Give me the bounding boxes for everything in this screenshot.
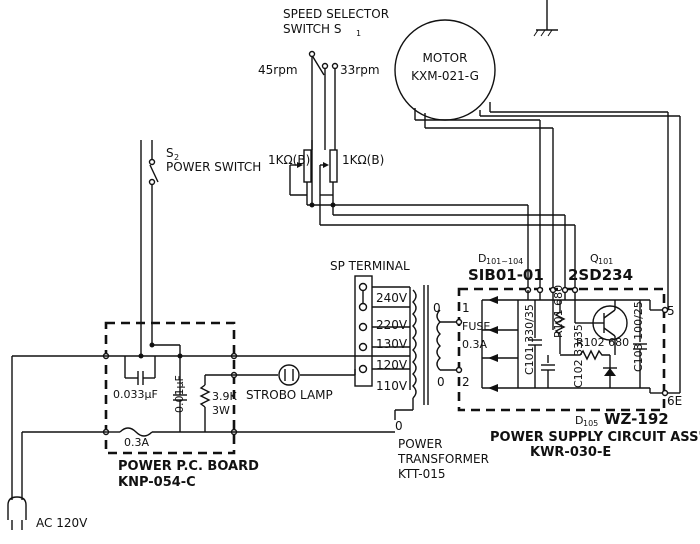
power-switch-label: POWER SWITCH [166, 160, 261, 174]
power-switch: S 2 POWER SWITCH [140, 140, 261, 340]
power-transformer: 0 0 0 POWER TRANSFORMER KTT-015 [395, 285, 489, 481]
diodes-ref-sub: 101~104 [486, 257, 523, 266]
cap-0033-label: 0.033μF [113, 388, 158, 401]
ac-plug: AC 120V [7, 355, 106, 530]
r101-label: R101 680 [552, 285, 565, 338]
c103-label: C103 100/25 [632, 301, 645, 372]
motor-leads [414, 102, 681, 394]
term-5: 5 [667, 304, 675, 318]
power-supply-circuit-model: KWR-030-E [530, 445, 611, 460]
power-supply-circuit-title: POWER SUPPLY CIRCUIT ASS'Y [490, 430, 700, 445]
c101-label: C101 330/35 [523, 304, 536, 375]
transformer-model: KTT-015 [398, 467, 446, 481]
power-switch-ref: S [166, 146, 174, 160]
transformer-line1: POWER [398, 437, 442, 451]
supply-fuse-rating: 0.3A [462, 338, 487, 351]
supply-labels: D 101~104 SIB01-01 Q 101 2SD234 [468, 252, 633, 284]
power-switch-sub: 2 [174, 153, 179, 162]
transistor-ref-sub: 101 [598, 257, 613, 266]
motor-model: KXM-021-G [411, 69, 479, 83]
speed-selector-sub: 1 [356, 29, 361, 38]
d105-ref-sub: 105 [583, 419, 598, 428]
transistor-ref: Q [590, 252, 599, 265]
d105-ref: D [575, 414, 583, 427]
motor-label: MOTOR [423, 51, 468, 65]
tap-240v: 240V [376, 291, 408, 305]
c102-label: C102 33/35 [572, 324, 585, 388]
transformer-bottom-0: 0 [395, 419, 403, 433]
power-supply-title: D 105 WZ-192 POWER SUPPLY CIRCUIT ASS'Y … [490, 410, 700, 460]
term-1: 1 [462, 301, 470, 315]
term-2: 2 [462, 375, 470, 389]
ground-symbol [533, 0, 558, 37]
power-supply-circuit: 1 2 5 6E FUSE 0.3A C101 330/35 R101 680 … [455, 285, 682, 412]
diodes-ref: D [478, 252, 486, 265]
supply-fuse: FUSE [462, 320, 490, 333]
d105-part: WZ-192 [604, 410, 669, 428]
speed-selector-switch: SPEED SELECTOR SWITCH S 1 45rpm 33rpm [258, 7, 389, 205]
strobo-lamp: STROBO LAMP [234, 364, 356, 402]
tap-120v: 120V [376, 358, 408, 372]
tap-220v: 220V [376, 318, 408, 332]
power-board-title: POWER P.C. BOARD [118, 459, 259, 474]
sp-terminal: SP TERMINAL 240V 220V 130V 120V 110V [330, 259, 411, 393]
sp-terminal-label: SP TERMINAL [330, 259, 410, 273]
speed-selector-title: SPEED SELECTOR [283, 7, 389, 21]
cap-001-label: 0.01μF [173, 375, 186, 413]
speed-pots: 1KΩ(B) 1KΩ(B) [268, 85, 576, 290]
motor: MOTOR KXM-021-G [394, 19, 496, 121]
ac-120v-label: AC 120V [36, 516, 88, 530]
board-fuse-label: 0.3A [124, 436, 149, 449]
transformer-line2: TRANSFORMER [397, 452, 489, 466]
term-6e: 6E [667, 394, 682, 408]
pot-right-label: 1KΩ(B) [342, 153, 384, 167]
transformer-out-0: 0 [437, 375, 445, 389]
diodes-part: SIB01-01 [468, 266, 544, 284]
transformer-tap-0: 0 [433, 301, 441, 315]
speed-selector-label: SWITCH S [283, 22, 341, 36]
res-3w-label: 3W [212, 404, 230, 417]
res-39k-label: 3.9K [212, 390, 237, 403]
tap-110v: 110V [376, 379, 408, 393]
transistor-part: 2SD234 [568, 266, 633, 284]
speed-33rpm-label: 33rpm [340, 63, 380, 77]
power-board-model: KNP-054-C [118, 475, 196, 490]
strobo-lamp-label: STROBO LAMP [246, 388, 333, 402]
tap-130v: 130V [376, 337, 408, 351]
speed-45rpm-label: 45rpm [258, 63, 298, 77]
